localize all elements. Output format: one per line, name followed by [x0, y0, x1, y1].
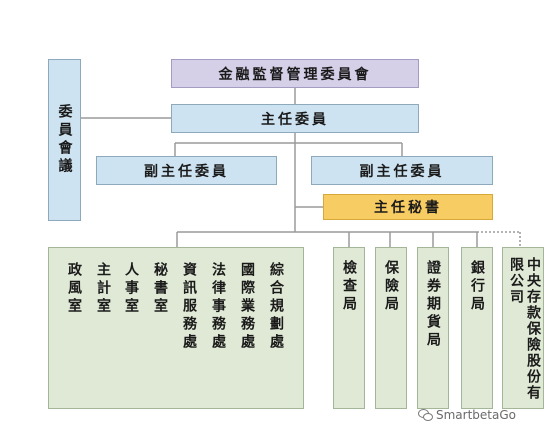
- bureau-examination-label: 檢查局: [341, 260, 357, 314]
- department-legal: 法律事務處: [210, 262, 226, 352]
- bureau-securities-futures: 證券期貨局: [417, 247, 449, 409]
- wechat-icon: [418, 409, 433, 421]
- committee-box: 委員會議: [48, 59, 81, 221]
- committee-label: 委員會議: [56, 104, 73, 176]
- department-information: 資訊服務處: [181, 262, 197, 352]
- vice-chair-right-box: 副主任委員: [311, 156, 493, 185]
- bureau-banking-label: 銀行局: [469, 260, 485, 314]
- vice-chair-left-box: 副主任委員: [96, 156, 277, 185]
- fsc-top-label: 金融監督管理委員會: [218, 66, 372, 83]
- secretary-general-label: 主任秘書: [374, 200, 442, 216]
- vice-chair-right-label: 副主任委員: [359, 163, 445, 180]
- chair-box: 主任委員: [171, 104, 419, 133]
- department-ethics: 政風室: [66, 262, 82, 316]
- affiliate-label: 中央存款保險股份有限公司: [508, 257, 541, 401]
- bureau-insurance-label: 保險局: [383, 260, 399, 314]
- watermark: SmartbetaGo: [418, 408, 516, 422]
- department-secretariat: 秘書室: [152, 262, 168, 316]
- bureau-banking: 銀行局: [461, 247, 493, 409]
- bureau-examination: 檢查局: [333, 247, 365, 409]
- fsc-top-box: 金融監督管理委員會: [171, 59, 419, 88]
- secretary-general-box: 主任秘書: [323, 194, 493, 220]
- chair-label: 主任委員: [261, 111, 329, 128]
- bureau-securities-futures-label: 證券期貨局: [425, 260, 441, 350]
- departments-box: [48, 247, 304, 409]
- watermark-text: SmartbetaGo: [436, 408, 516, 422]
- department-accounting: 主計室: [95, 262, 111, 316]
- department-international: 國際業務處: [239, 262, 255, 352]
- department-personnel: 人事室: [123, 262, 139, 316]
- vice-chair-left-label: 副主任委員: [144, 163, 229, 180]
- affiliate-box: [502, 247, 544, 409]
- department-planning: 綜合規劃處: [268, 262, 284, 352]
- bureau-insurance: 保險局: [375, 247, 407, 409]
